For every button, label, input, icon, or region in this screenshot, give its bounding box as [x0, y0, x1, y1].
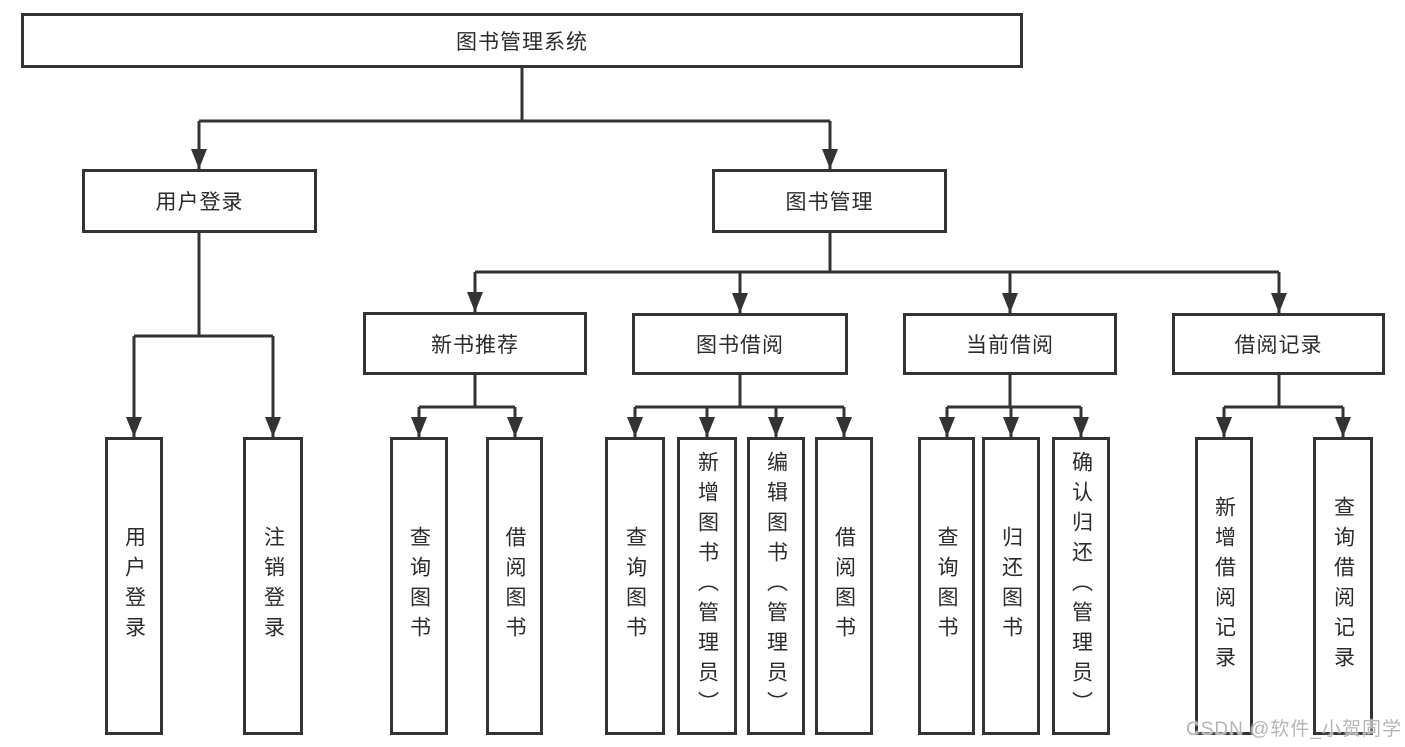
leaf-return-books-label: 归还图书 [999, 526, 1023, 646]
node-root-system: 图书管理系统 [21, 13, 1023, 68]
node-current-borrow-label: 当前借阅 [966, 334, 1054, 357]
connector-book-borrow-to-leaves [627, 375, 852, 437]
node-new-book-recommend-label: 新书推荐 [431, 333, 519, 357]
leaf-user-login: 用户登录 [105, 437, 163, 735]
leaf-borrow-books-recommend: 借阅图书 [486, 437, 543, 735]
leaf-query-books-current: 查询图书 [918, 437, 975, 735]
leaf-add-borrow-record: 新增借阅记录 [1195, 437, 1253, 735]
leaf-edit-books-admin: 编辑图书（管理员） [747, 437, 805, 735]
leaf-query-books-current-label: 查询图书 [935, 526, 958, 646]
node-book-management: 图书管理 [712, 169, 947, 233]
leaf-return-books: 归还图书 [982, 437, 1040, 735]
leaf-add-borrow-record-label: 新增借阅记录 [1212, 496, 1236, 676]
leaf-borrow-books-label: 借阅图书 [832, 526, 856, 646]
connector-root-to-level2 [191, 68, 838, 169]
leaf-edit-books-admin-label: 编辑图书（管理员） [764, 451, 788, 721]
leaf-borrow-books-recommend-label: 借阅图书 [503, 526, 526, 646]
leaf-query-books-borrow-label: 查询图书 [623, 526, 647, 646]
node-book-borrow: 图书借阅 [632, 313, 848, 375]
node-new-book-recommend: 新书推荐 [363, 312, 587, 375]
node-user-login-label: 用户登录 [155, 191, 244, 214]
leaf-query-books-recommend-label: 查询图书 [407, 526, 431, 646]
leaf-add-books-admin-label: 新增图书（管理员） [695, 451, 719, 721]
connector-borrow-records-to-leaves [1216, 375, 1351, 437]
leaf-query-books-recommend: 查询图书 [390, 437, 448, 735]
node-user-login: 用户登录 [82, 169, 317, 233]
node-borrow-records-label: 借阅记录 [1234, 334, 1323, 357]
leaf-confirm-return-admin: 确认归还（管理员） [1052, 437, 1110, 735]
node-book-borrow-label: 图书借阅 [696, 334, 784, 357]
leaf-add-books-admin: 新增图书（管理员） [677, 437, 737, 735]
watermark-text: CSDN @软件_小贺同学 [1186, 719, 1402, 740]
leaf-logout-label: 注销登录 [261, 526, 285, 646]
connector-new-books-to-leaves [411, 375, 523, 437]
leaf-query-borrow-record: 查询借阅记录 [1313, 437, 1373, 735]
leaf-logout: 注销登录 [243, 437, 303, 735]
leaf-query-borrow-record-label: 查询借阅记录 [1331, 496, 1355, 676]
node-borrow-records: 借阅记录 [1172, 313, 1385, 375]
leaf-borrow-books: 借阅图书 [815, 437, 873, 735]
leaf-confirm-return-admin-label: 确认归还（管理员） [1069, 451, 1093, 721]
connector-current-borrow-to-leaves [939, 375, 1089, 437]
leaf-user-login-label: 用户登录 [122, 526, 146, 646]
node-root-label: 图书管理系统 [456, 30, 588, 54]
connector-user-login-to-leaves [126, 233, 281, 437]
node-current-borrow: 当前借阅 [903, 313, 1117, 375]
node-book-management-label: 图书管理 [785, 191, 874, 214]
connector-book-mgmt-to-level3 [467, 233, 1287, 313]
leaf-query-books-borrow: 查询图书 [605, 437, 665, 735]
